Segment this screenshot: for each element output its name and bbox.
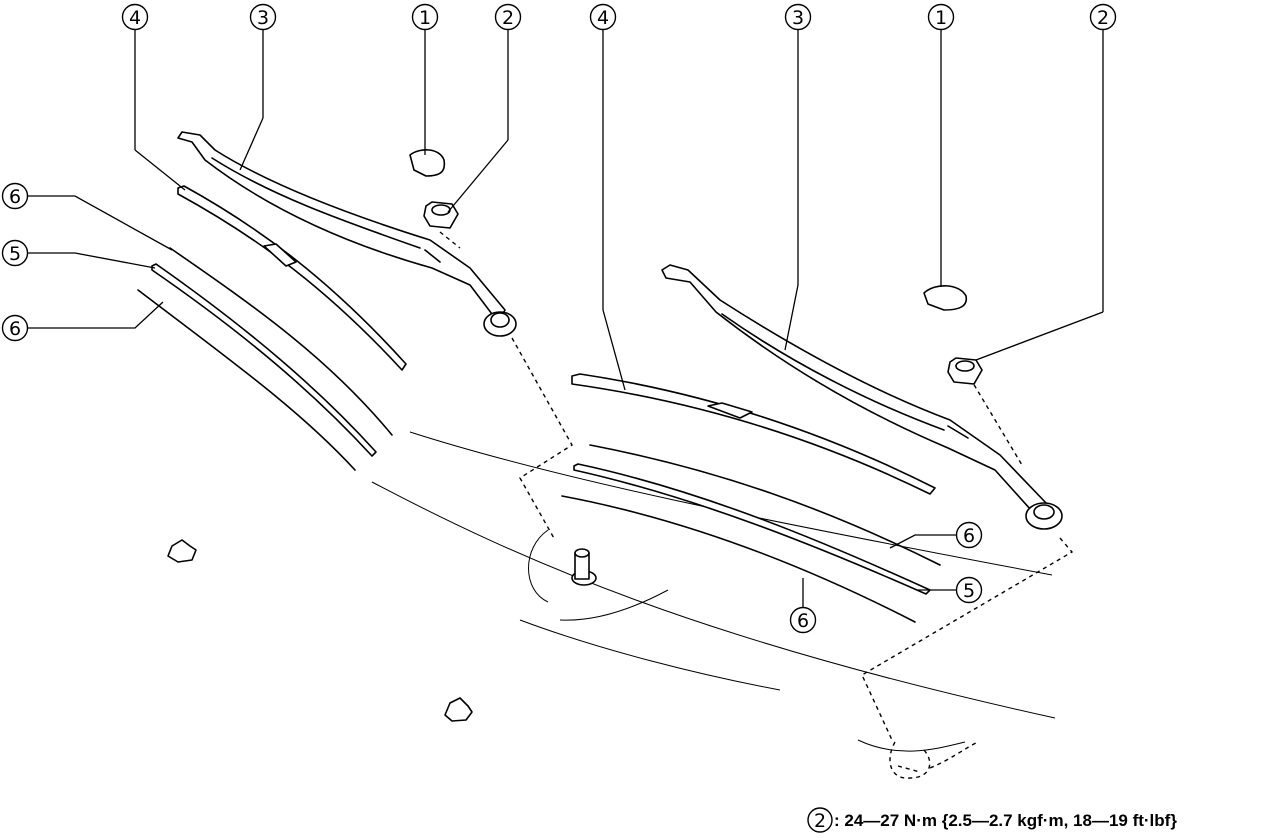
right-pivot-hidden (889, 741, 979, 779)
callout-4-left: 4 (121, 3, 149, 31)
torque-legend: 2 : 24—27 N·m {2.5—2.7 kgf·m, 18—19 ft·l… (807, 807, 1177, 833)
callout-6-left-upper: 6 (1, 182, 29, 210)
torque-legend-ref: 2 (814, 810, 826, 832)
callout-1-left: 1 (411, 3, 439, 31)
left-arm-cap (409, 149, 446, 177)
right-wiper-blade (571, 373, 936, 495)
right-blade-rubber-upper (589, 444, 941, 566)
callout-4-right-label: 4 (597, 7, 609, 29)
cowl-body-outline (371, 431, 1056, 752)
left-blade-rubber-lower (137, 289, 356, 471)
assembly-guides (439, 231, 1074, 741)
callout-5-right-label: 5 (963, 580, 975, 602)
callout-6-right-lower-label: 6 (797, 610, 809, 632)
torque-legend-text: : 24—27 N·m {2.5—2.7 kgf·m, 18—19 ft·lbf… (834, 811, 1177, 830)
right-arm-nut (947, 357, 983, 385)
callout-6-right-lower: 6 (789, 606, 817, 634)
right-blade-rubber-lower (561, 495, 916, 623)
callout-5-right: 5 (955, 576, 983, 604)
callout-6-left-lower-label: 6 (9, 318, 21, 340)
callout-2-right-label: 2 (1097, 7, 1109, 29)
left-pivot-stud (528, 529, 669, 621)
left-wiper-arm (177, 131, 517, 337)
callout-3-right: 3 (784, 3, 812, 31)
clip-fastener-bottom (444, 697, 473, 722)
leader-lines (28, 30, 1104, 607)
callout-6-right-upper-label: 6 (963, 525, 975, 547)
callout-4-right: 4 (589, 3, 617, 31)
callout-3-right-label: 3 (792, 7, 804, 29)
callout-2-left: 2 (494, 3, 522, 31)
callout-1-left-label: 1 (419, 7, 431, 29)
callout-3-left: 3 (249, 3, 277, 31)
callout-3-left-label: 3 (257, 7, 269, 29)
left-blade-plate (151, 263, 377, 457)
left-blade-rubber-upper (169, 247, 393, 436)
callout-6-right-upper: 6 (955, 521, 983, 549)
clip-fastener-left (167, 539, 197, 563)
callout-6-left-upper-label: 6 (9, 186, 21, 208)
callout-4-left-label: 4 (129, 7, 141, 29)
callout-1-right-label: 1 (935, 7, 947, 29)
callout-5-left: 5 (1, 239, 29, 267)
left-wiper-blade (177, 185, 407, 371)
right-blade-plate (573, 463, 931, 595)
right-arm-cap (923, 285, 968, 311)
left-arm-nut (423, 201, 459, 229)
callout-5-left-label: 5 (9, 243, 21, 265)
callout-2-left-label: 2 (502, 7, 514, 29)
callout-1-right: 1 (927, 3, 955, 31)
right-wiper-arm (661, 264, 1063, 530)
callout-6-left-lower: 6 (1, 314, 29, 342)
callout-2-right: 2 (1089, 3, 1117, 31)
